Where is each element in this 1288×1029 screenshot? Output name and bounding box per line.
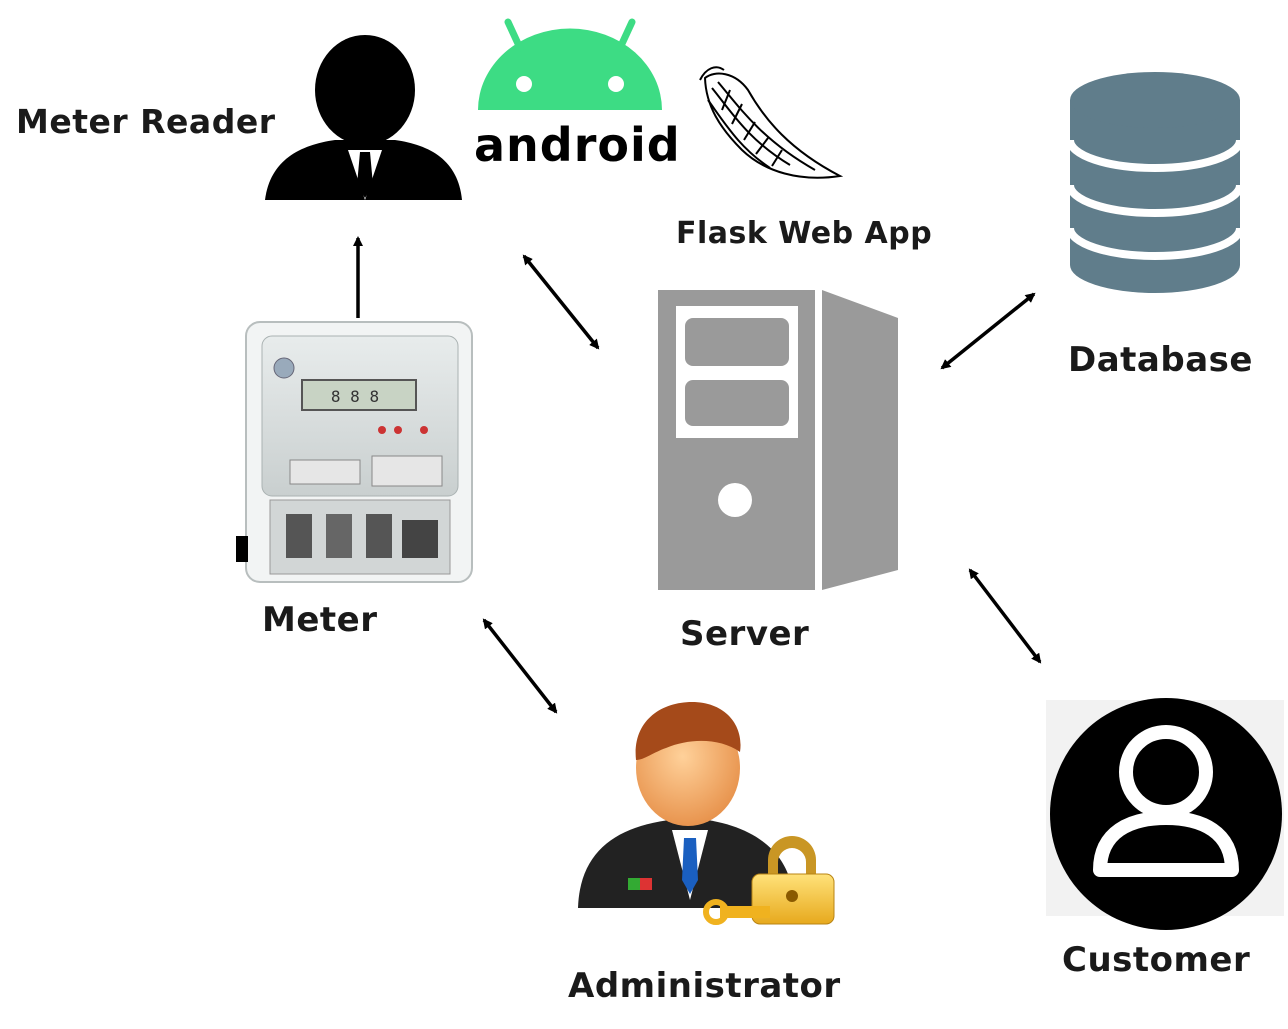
arrows — [353, 236, 1042, 714]
meter-reader-label: Meter Reader — [16, 102, 276, 141]
android-logo-icon — [478, 18, 662, 110]
svg-text:8 8 8: 8 8 8 — [331, 387, 379, 406]
electric-meter-image: 8 8 8 — [236, 321, 473, 583]
administrator-label: Administrator — [568, 966, 841, 1006]
arrow-meter-admin — [482, 618, 558, 714]
meter-reader-icon — [265, 35, 462, 200]
database-label: Database — [1068, 340, 1253, 380]
android-wordmark: android — [474, 118, 681, 172]
server-label: Server — [680, 614, 810, 654]
customer-label: Customer — [1062, 940, 1251, 980]
arrow-reader-server — [522, 254, 600, 350]
arrow-server-customer — [968, 568, 1042, 664]
user-circle-icon — [1046, 698, 1284, 930]
arrow-server-database — [940, 292, 1036, 370]
flask-label: Flask Web App — [676, 216, 933, 251]
flask-horn-logo-icon — [699, 66, 844, 179]
administrator-with-lock-icon — [578, 702, 835, 925]
meter-label: Meter — [262, 600, 378, 640]
server-tower-icon — [658, 290, 898, 590]
database-cylinder-icon — [1066, 72, 1244, 293]
